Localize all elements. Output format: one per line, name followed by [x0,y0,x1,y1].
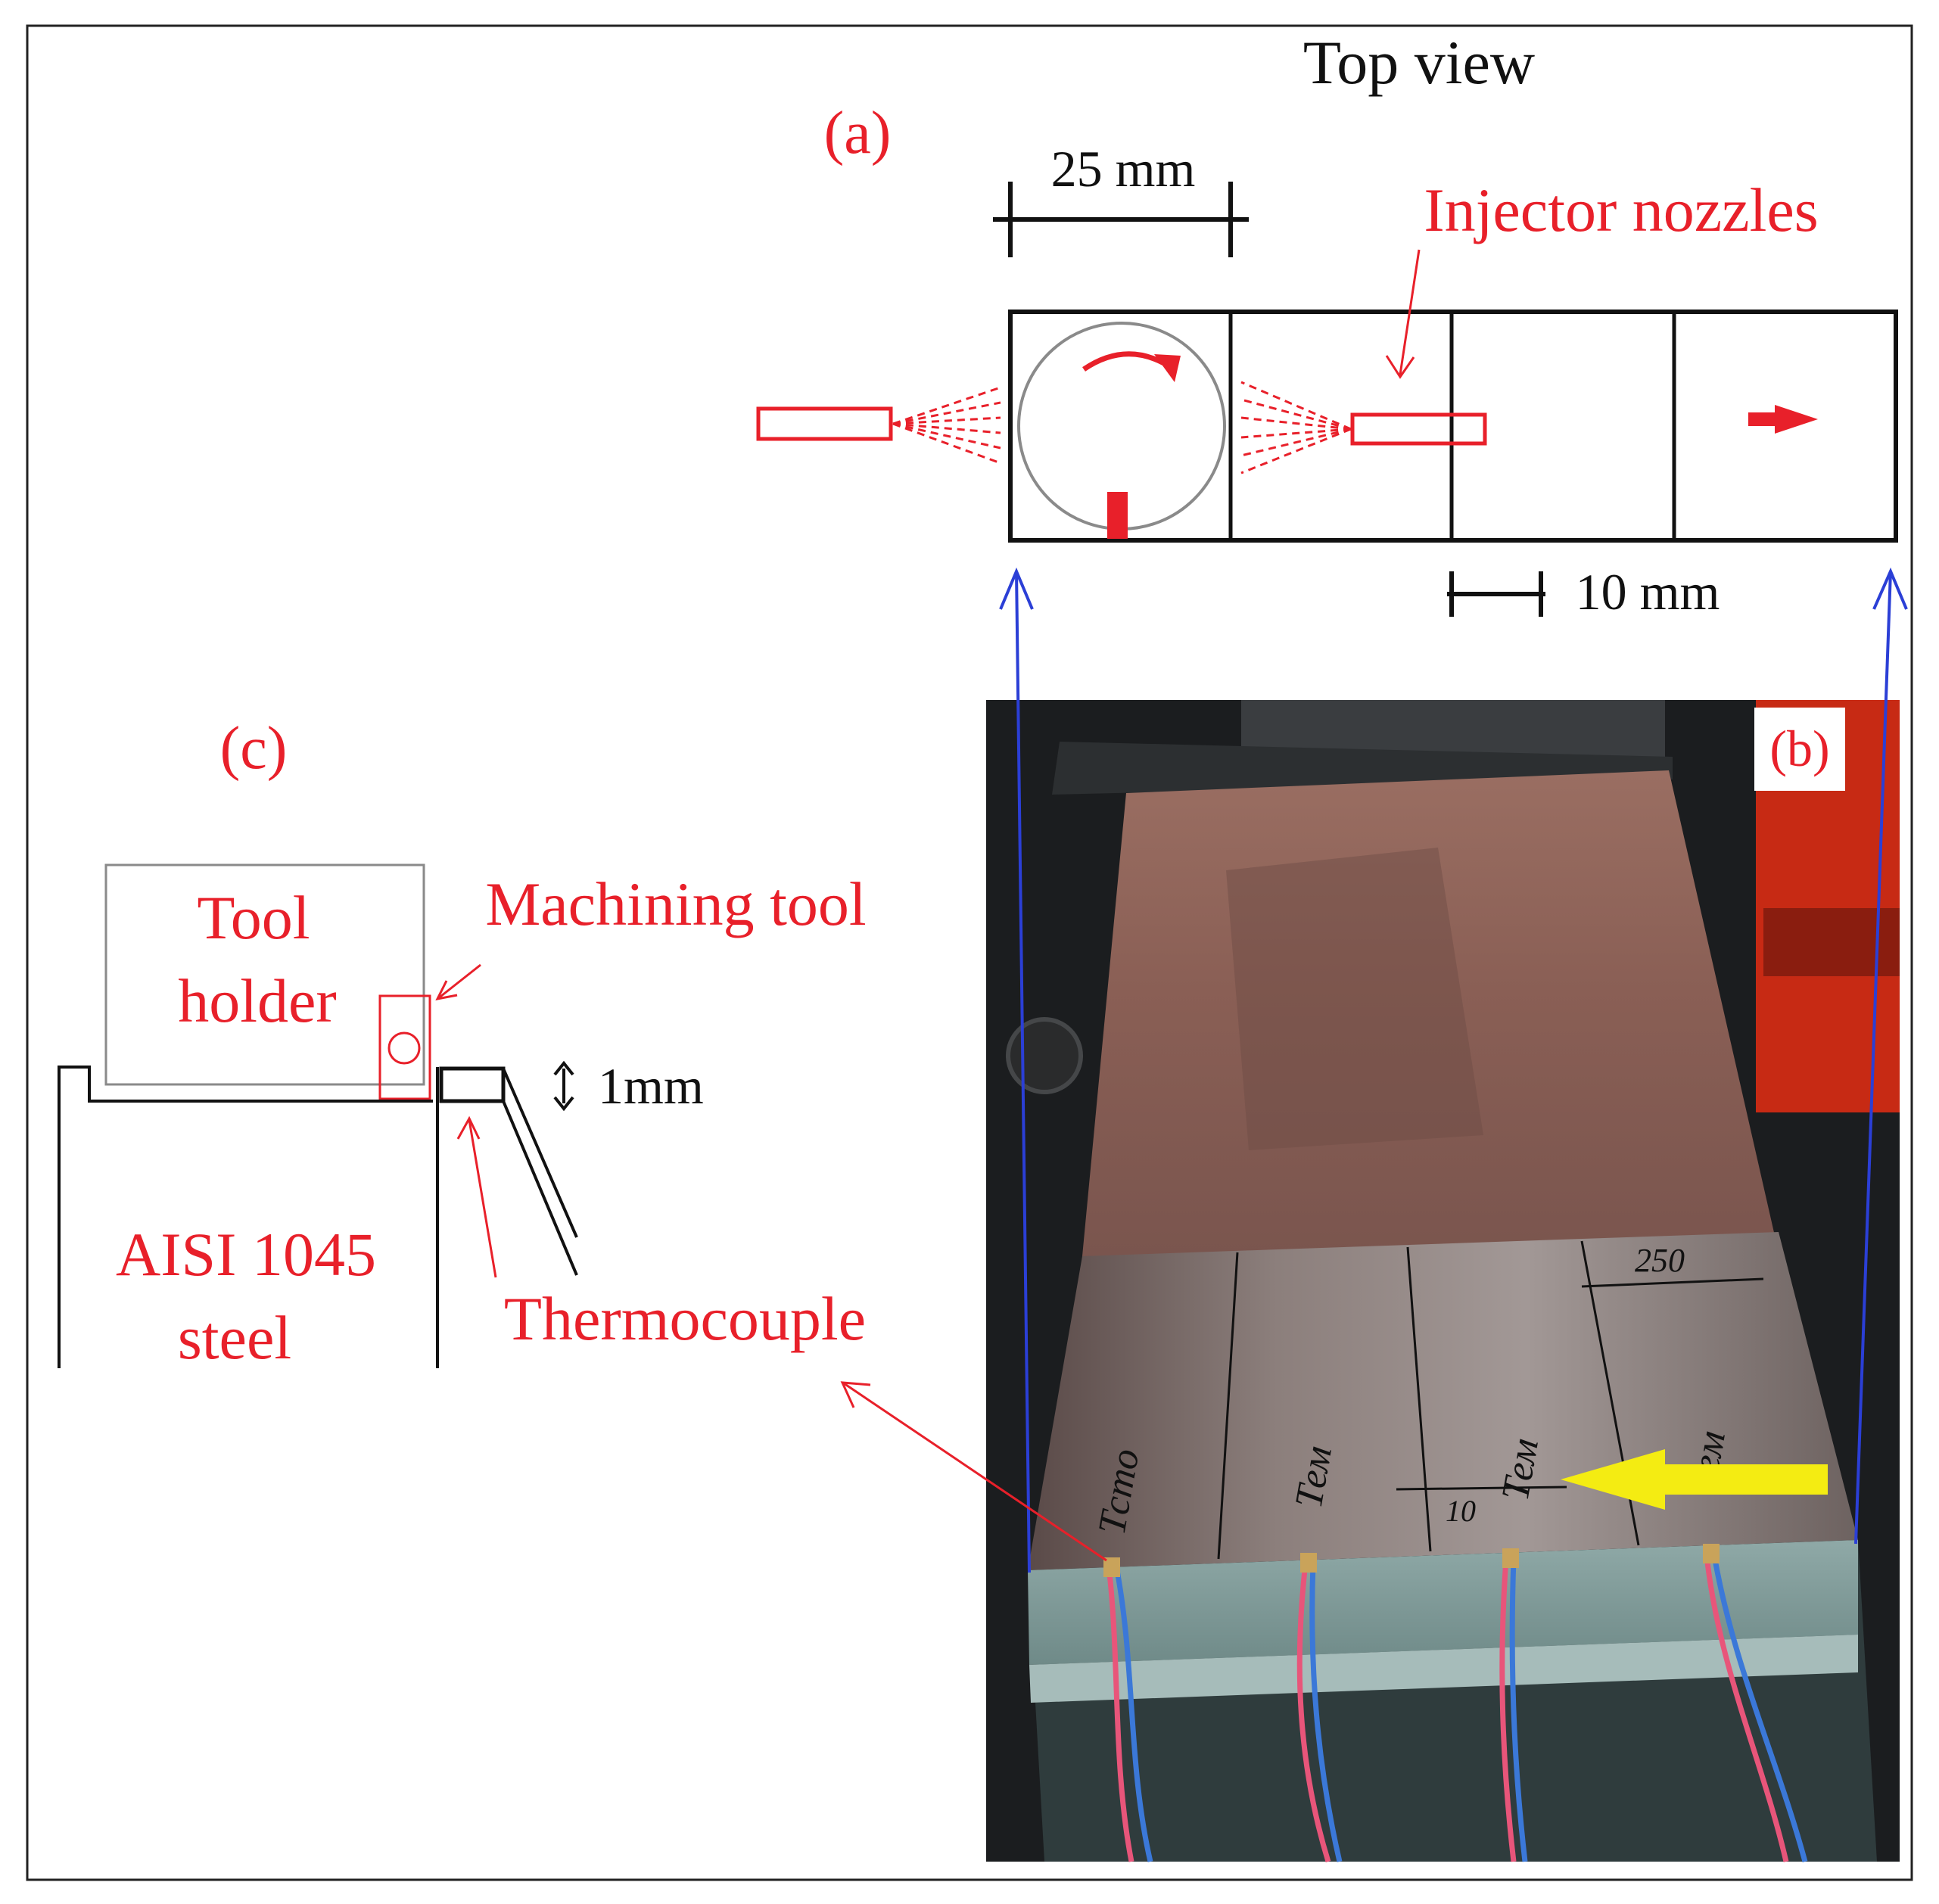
tape-strip-lower [1029,1635,1858,1703]
spray-left [892,386,1001,465]
thermocouple-pointer-photo-head [840,1381,871,1408]
mark-10: 10 [1446,1494,1476,1528]
thermocouple-slot [439,1066,506,1103]
machined-surface [1028,1232,1858,1570]
dim-10-label: 10 mm [1576,563,1720,621]
injector-pointer [1399,249,1421,375]
scribe-line-1 [1217,1252,1239,1560]
scribble-3: Тем [1494,1435,1547,1504]
mark-250: 250 [1635,1242,1685,1279]
tool-holder-line2: holder [178,966,336,1035]
table-feed-arrow [1748,405,1818,434]
workpiece-profile-left [58,1066,433,1368]
workpiece-top [1082,770,1779,1256]
depth-marker-top [553,1060,574,1076]
thermocouple-pointer-photo [843,1382,1107,1562]
material-line1: AISI 1045 [116,1220,376,1289]
injector-nozzles-label: Injector nozzles [1424,176,1818,244]
machining-tool-box [378,994,431,1100]
panel-a-top-view: Top view (a) 25 mm [756,28,1898,621]
material-line2: steel [178,1303,291,1372]
injector-pointer-head [1385,355,1415,379]
depth-label: 1mm [598,1057,704,1115]
guide-head-left [999,567,1034,610]
machining-tool-pointer-head [435,980,458,1001]
nozzle-right [1350,412,1487,446]
thermocouple-label: Thermocouple [504,1284,866,1353]
panel-c-label: (c) [220,715,288,782]
tool-holder-box [104,863,425,1086]
thermocouple-junction-1 [1103,1557,1120,1577]
spray-right [1240,381,1352,474]
machining-tool-label: Machining tool [485,870,866,938]
workpiece-stain [1226,848,1483,1150]
thermocouple-wires [1106,1554,1808,1863]
guide-line-left [1015,571,1031,1573]
machining-tool-pointer [437,963,481,1000]
panel-c-schematic: (c) Tool holder Machining tool 1mm AISI … [58,715,1107,1562]
rotation-arrow [1082,351,1166,372]
guide-arrows [999,567,1908,1573]
depth-marker-bottom [553,1096,574,1112]
figure-border [26,24,1913,1881]
nozzle-left [756,406,893,441]
tape-strip-upper [1028,1540,1858,1665]
panel-a-label: (a) [824,100,892,166]
top-view-heading: Top view [1303,28,1535,97]
thermocouple-pointer-up [468,1119,497,1278]
thermocouple-pointer-up-head [456,1115,481,1140]
thermocouple-probe-2 [502,1100,578,1276]
bolt-head [1006,1017,1083,1094]
thermocouple-junction-4 [1703,1544,1720,1563]
thermocouple-probe-1 [502,1068,578,1238]
thermocouple-junction-3 [1502,1548,1519,1568]
rotation-arrow-head [1154,354,1181,382]
scribble-2: Тем [1287,1442,1340,1511]
feed-direction-arrow [1561,1449,1828,1510]
panel-b-photo: Тсто Тем Тем Тем 250 10 (b) [986,700,1900,1863]
scribe-line-5 [1396,1486,1567,1491]
guide-line-right [1854,571,1892,1545]
guide-head-right [1872,567,1908,610]
panel-b-label: (b) [1769,720,1829,777]
scribe-line-2 [1406,1246,1432,1552]
panel-b-label-box [1754,708,1845,791]
thermocouple-junction-2 [1300,1553,1317,1573]
cutter-insert [1107,492,1128,539]
machining-tool-insert [387,1031,421,1065]
dim-25-label: 25 mm [1051,140,1196,198]
scribe-line-4 [1581,1277,1764,1288]
tool-holder-line1: Tool [197,883,310,952]
